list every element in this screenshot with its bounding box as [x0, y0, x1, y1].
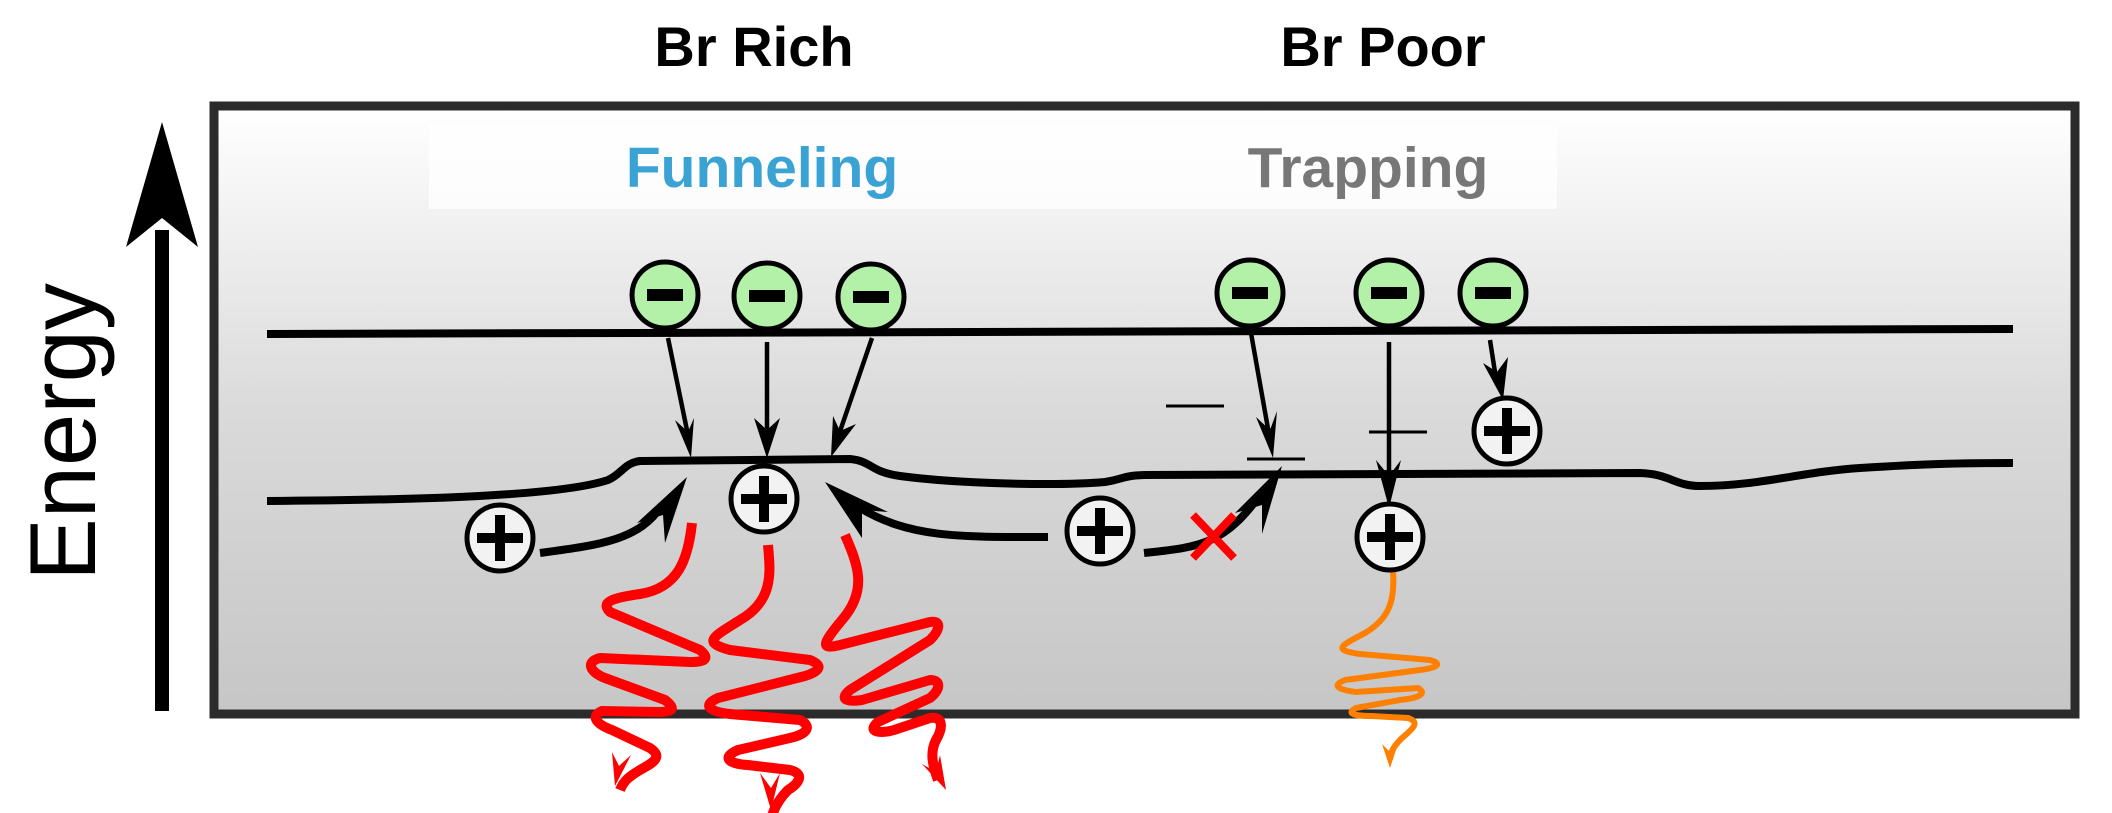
energy-axis-arrowhead: [126, 122, 198, 247]
electron-transition-arrow: [665, 337, 692, 441]
energy-axis-label: Energy: [10, 283, 115, 581]
arrowhead-icon: [831, 416, 856, 457]
title-br-rich: Br Rich: [654, 15, 853, 78]
hole-funneling-arrow: [857, 504, 1049, 542]
electron-icon: [1353, 257, 1425, 329]
mechanism-label-box: [429, 125, 1557, 209]
electron-icon: [835, 261, 907, 333]
electrons: [629, 257, 1529, 333]
emission-wave-weak: [1334, 570, 1441, 761]
hole-icon: [728, 463, 800, 535]
arrowhead-icon: [760, 773, 780, 810]
emission-wave: [704, 544, 824, 813]
hole-icon: [464, 502, 536, 574]
electron-transition-arrow: [834, 337, 875, 441]
hole-icon: [1354, 501, 1426, 573]
label-funneling: Funneling: [626, 136, 898, 200]
arrowhead-icon: [1483, 357, 1508, 400]
conduction-band: [266, 325, 2014, 338]
energy-axis: Energy: [10, 122, 198, 711]
arrowhead-icon: [1382, 744, 1398, 768]
electron-icon: [629, 259, 701, 331]
blocked-x-icon: [1190, 512, 1237, 561]
arrowhead-icon: [922, 755, 946, 790]
arrowhead-icon: [825, 482, 888, 538]
label-trapping: Trapping: [1248, 136, 1489, 200]
strong-emission: [586, 522, 946, 813]
holes: [464, 395, 1543, 574]
arrowhead-icon: [612, 752, 631, 786]
electron-icon: [1214, 257, 1286, 329]
valence-band: [266, 454, 2014, 505]
electron-icon: [1457, 257, 1529, 329]
title-br-poor: Br Poor: [1280, 15, 1485, 78]
emission-wave: [821, 533, 946, 782]
electron-transitions: [665, 332, 1508, 508]
electron-transition-arrow: [1248, 332, 1273, 441]
arrowhead-icon: [675, 418, 694, 458]
hole-transfers: [539, 466, 1282, 561]
arrowhead-icon: [637, 477, 687, 543]
arrowhead-icon: [1376, 460, 1401, 508]
electron-icon: [731, 260, 803, 332]
arrowhead-icon: [1235, 466, 1282, 534]
arrowhead-icon: [754, 418, 780, 458]
emission-wave: [586, 522, 711, 793]
hole-icon: [1064, 495, 1136, 567]
hole-icon: [1471, 395, 1543, 467]
weak-emission: [1334, 570, 1441, 768]
arrowhead-icon: [1256, 411, 1277, 458]
energy-axis-shaft: [155, 230, 169, 711]
